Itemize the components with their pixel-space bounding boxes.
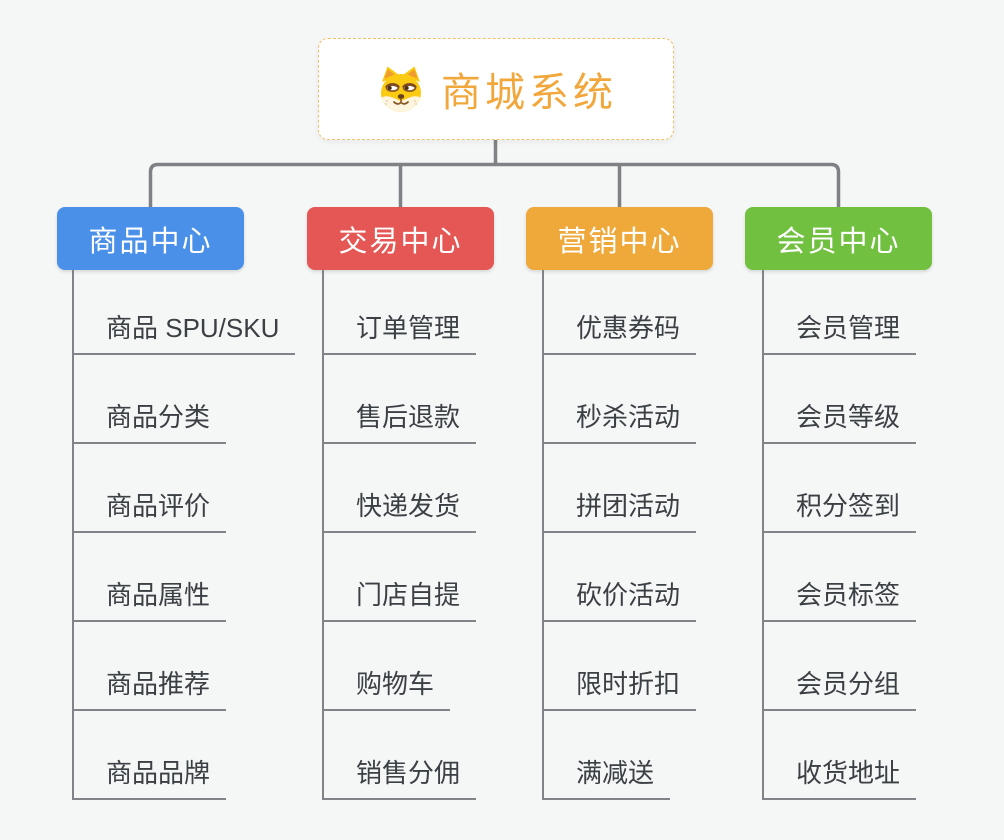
child-row: 会员分组 — [764, 622, 917, 711]
branch-node-member-center[interactable]: 会员中心 — [745, 207, 932, 270]
child-node[interactable]: 砍价活动 — [544, 575, 697, 622]
child-node[interactable]: 商品推荐 — [74, 664, 227, 711]
child-row: 商品 SPU/SKU — [74, 270, 296, 355]
child-node[interactable]: 商品 SPU/SKU — [74, 308, 296, 355]
branch-label: 营销中心 — [557, 225, 682, 258]
child-node[interactable]: 拼团活动 — [544, 486, 697, 533]
branch-children-marketing-center: 优惠券码 秒杀活动 拼团活动 砍价活动 限时折扣 满减送 — [542, 270, 697, 800]
child-row: 门店自提 — [324, 533, 477, 622]
child-row: 会员等级 — [764, 355, 917, 444]
child-node[interactable]: 商品属性 — [74, 575, 227, 622]
branch-label: 交易中心 — [338, 225, 463, 258]
branch-children-trade-center: 订单管理 售后退款 快递发货 门店自提 购物车 销售分佣 — [322, 270, 477, 800]
branch-node-product-center[interactable]: 商品中心 — [57, 207, 244, 270]
child-node[interactable]: 满减送 — [544, 753, 671, 800]
child-row: 积分签到 — [764, 444, 917, 533]
child-node[interactable]: 订单管理 — [324, 308, 477, 355]
child-node[interactable]: 商品分类 — [74, 397, 227, 444]
child-row: 限时折扣 — [544, 622, 697, 711]
child-row: 商品分类 — [74, 355, 295, 444]
child-node[interactable]: 收货地址 — [764, 753, 917, 800]
child-node[interactable]: 快递发货 — [324, 486, 477, 533]
child-node[interactable]: 积分签到 — [764, 486, 917, 533]
child-row: 商品品牌 — [74, 711, 295, 800]
child-node[interactable]: 商品评价 — [74, 486, 227, 533]
child-node[interactable]: 秒杀活动 — [544, 397, 697, 444]
child-node[interactable]: 会员分组 — [764, 664, 917, 711]
child-row: 购物车 — [324, 622, 476, 711]
branch-bus-line — [148, 162, 841, 210]
child-row: 快递发货 — [324, 444, 477, 533]
child-node[interactable]: 会员管理 — [764, 308, 917, 355]
child-row: 优惠券码 — [544, 270, 697, 355]
child-row: 砍价活动 — [544, 533, 697, 622]
child-row: 会员标签 — [764, 533, 917, 622]
child-row: 商品推荐 — [74, 622, 295, 711]
branch-label: 商品中心 — [88, 225, 213, 258]
child-node[interactable]: 售后退款 — [324, 397, 477, 444]
branch-children-product-center: 商品 SPU/SKU 商品分类 商品评价 商品属性 商品推荐 商品品牌 — [72, 270, 296, 800]
child-row: 售后退款 — [324, 355, 477, 444]
dog-icon — [381, 66, 421, 112]
child-node[interactable]: 限时折扣 — [544, 664, 697, 711]
branch-children-member-center: 会员管理 会员等级 积分签到 会员标签 会员分组 收货地址 — [762, 270, 917, 800]
child-row: 会员管理 — [764, 270, 917, 355]
branch-node-trade-center[interactable]: 交易中心 — [307, 207, 494, 270]
child-node[interactable]: 会员标签 — [764, 575, 917, 622]
branch-label: 会员中心 — [776, 225, 901, 258]
root-title: 商城系统 — [441, 71, 617, 115]
child-node[interactable]: 销售分佣 — [324, 753, 477, 800]
child-node[interactable]: 购物车 — [324, 664, 451, 711]
child-row: 商品属性 — [74, 533, 295, 622]
child-row: 商品评价 — [74, 444, 295, 533]
child-node[interactable]: 优惠券码 — [544, 308, 697, 355]
child-node[interactable]: 门店自提 — [324, 575, 477, 622]
branch-node-marketing-center[interactable]: 营销中心 — [526, 207, 713, 270]
child-row: 销售分佣 — [324, 711, 477, 800]
child-row: 收货地址 — [764, 711, 917, 800]
child-row: 拼团活动 — [544, 444, 697, 533]
child-node[interactable]: 商品品牌 — [74, 753, 227, 800]
root-node[interactable]: 商城系统 — [318, 38, 674, 140]
child-row: 满减送 — [544, 711, 696, 800]
child-node[interactable]: 会员等级 — [764, 397, 917, 444]
child-row: 订单管理 — [324, 270, 477, 355]
child-row: 秒杀活动 — [544, 355, 697, 444]
